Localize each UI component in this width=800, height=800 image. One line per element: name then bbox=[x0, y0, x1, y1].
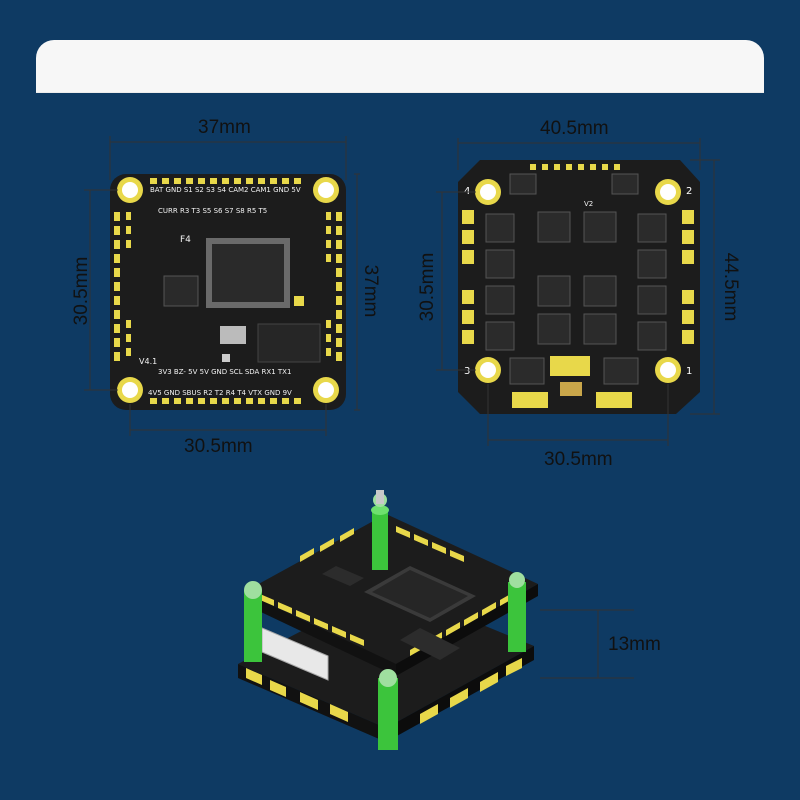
esc-silk-version: V2 bbox=[584, 200, 593, 208]
esc-corner-3: 3 bbox=[464, 366, 470, 377]
esc-corner-1: 1 bbox=[686, 366, 692, 377]
fc-mount-holes bbox=[117, 177, 339, 403]
esc-mount-holes bbox=[475, 179, 681, 383]
stack-assembly bbox=[238, 490, 538, 750]
esc-height-label: 44.5mm bbox=[720, 252, 741, 322]
esc-board: 4 2 3 1 V2 bbox=[458, 160, 700, 414]
fc-hole-width-label: 30.5mm bbox=[184, 436, 253, 457]
fc-board: BAT GND S1 S2 S3 S4 CAM2 CAM1 GND 5V CUR… bbox=[110, 174, 346, 410]
fc-dimension-lines bbox=[84, 136, 360, 436]
esc-hole-height-label: 30.5mm bbox=[417, 252, 438, 322]
esc-hole-width-label: 30.5mm bbox=[544, 449, 613, 470]
fc-hole-height-label: 30.5mm bbox=[71, 256, 92, 326]
fc-silk-bottom2: 4V5 GND SBUS R2 T2 R4 T4 VTX GND 9V bbox=[148, 389, 292, 397]
fc-left-pads bbox=[114, 212, 120, 361]
fc-silk-top: BAT GND S1 S2 S3 S4 CAM2 CAM1 GND 5V bbox=[150, 186, 301, 194]
esc-motor-pads bbox=[462, 210, 694, 344]
fc-bottom-pads bbox=[150, 398, 301, 404]
fc-top-pads bbox=[150, 178, 301, 184]
esc-mosfets bbox=[485, 173, 667, 385]
fc-mcu-chip bbox=[206, 238, 290, 308]
esc-width-label: 40.5mm bbox=[540, 118, 609, 139]
esc-corner-2: 2 bbox=[686, 186, 692, 197]
esc-top-pads bbox=[530, 164, 620, 170]
stack-standoffs bbox=[244, 490, 526, 750]
stack-height-label: 13mm bbox=[608, 634, 661, 655]
stack-height-lines bbox=[540, 609, 634, 679]
fc-width-label: 37mm bbox=[198, 117, 251, 138]
fc-right-pads bbox=[336, 212, 342, 361]
fc-silk-f4: F4 bbox=[180, 235, 191, 245]
fc-height-label: 37mm bbox=[360, 264, 381, 318]
esc-dimension-lines bbox=[436, 138, 720, 446]
panel-header bbox=[36, 40, 764, 93]
fc-silk-row2: CURR R3 T3 S5 S6 S7 S8 R5 T5 bbox=[158, 207, 267, 215]
fc-silk-version: V4.1 bbox=[139, 357, 157, 366]
fc-inner-pads bbox=[126, 212, 331, 356]
fc-silk-bottom1: 3V3 BZ- 5V 5V GND SCL SDA RX1 TX1 bbox=[158, 368, 291, 376]
